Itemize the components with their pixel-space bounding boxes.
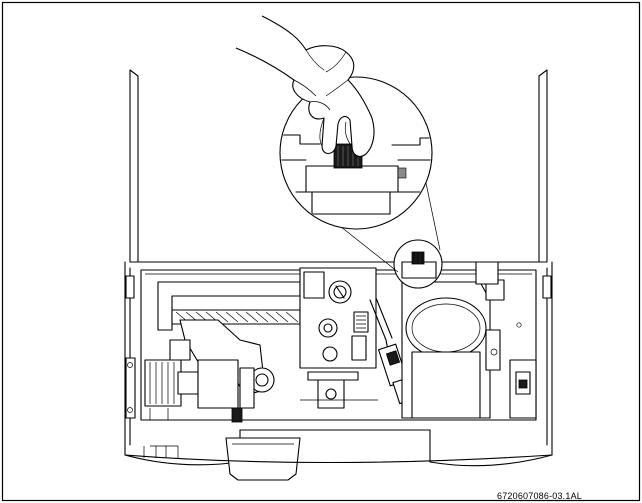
pump-fittings <box>144 359 275 423</box>
front-handle <box>124 429 553 481</box>
left-latches <box>125 275 552 419</box>
figure-id-label: 6720607086-03.1AL <box>497 491 582 501</box>
fan-housing <box>401 261 505 419</box>
hand-pulling-icon <box>235 15 375 157</box>
target-knob-location <box>393 239 443 289</box>
gas-valve <box>299 267 378 409</box>
heat-exchanger-pipe <box>157 281 301 396</box>
